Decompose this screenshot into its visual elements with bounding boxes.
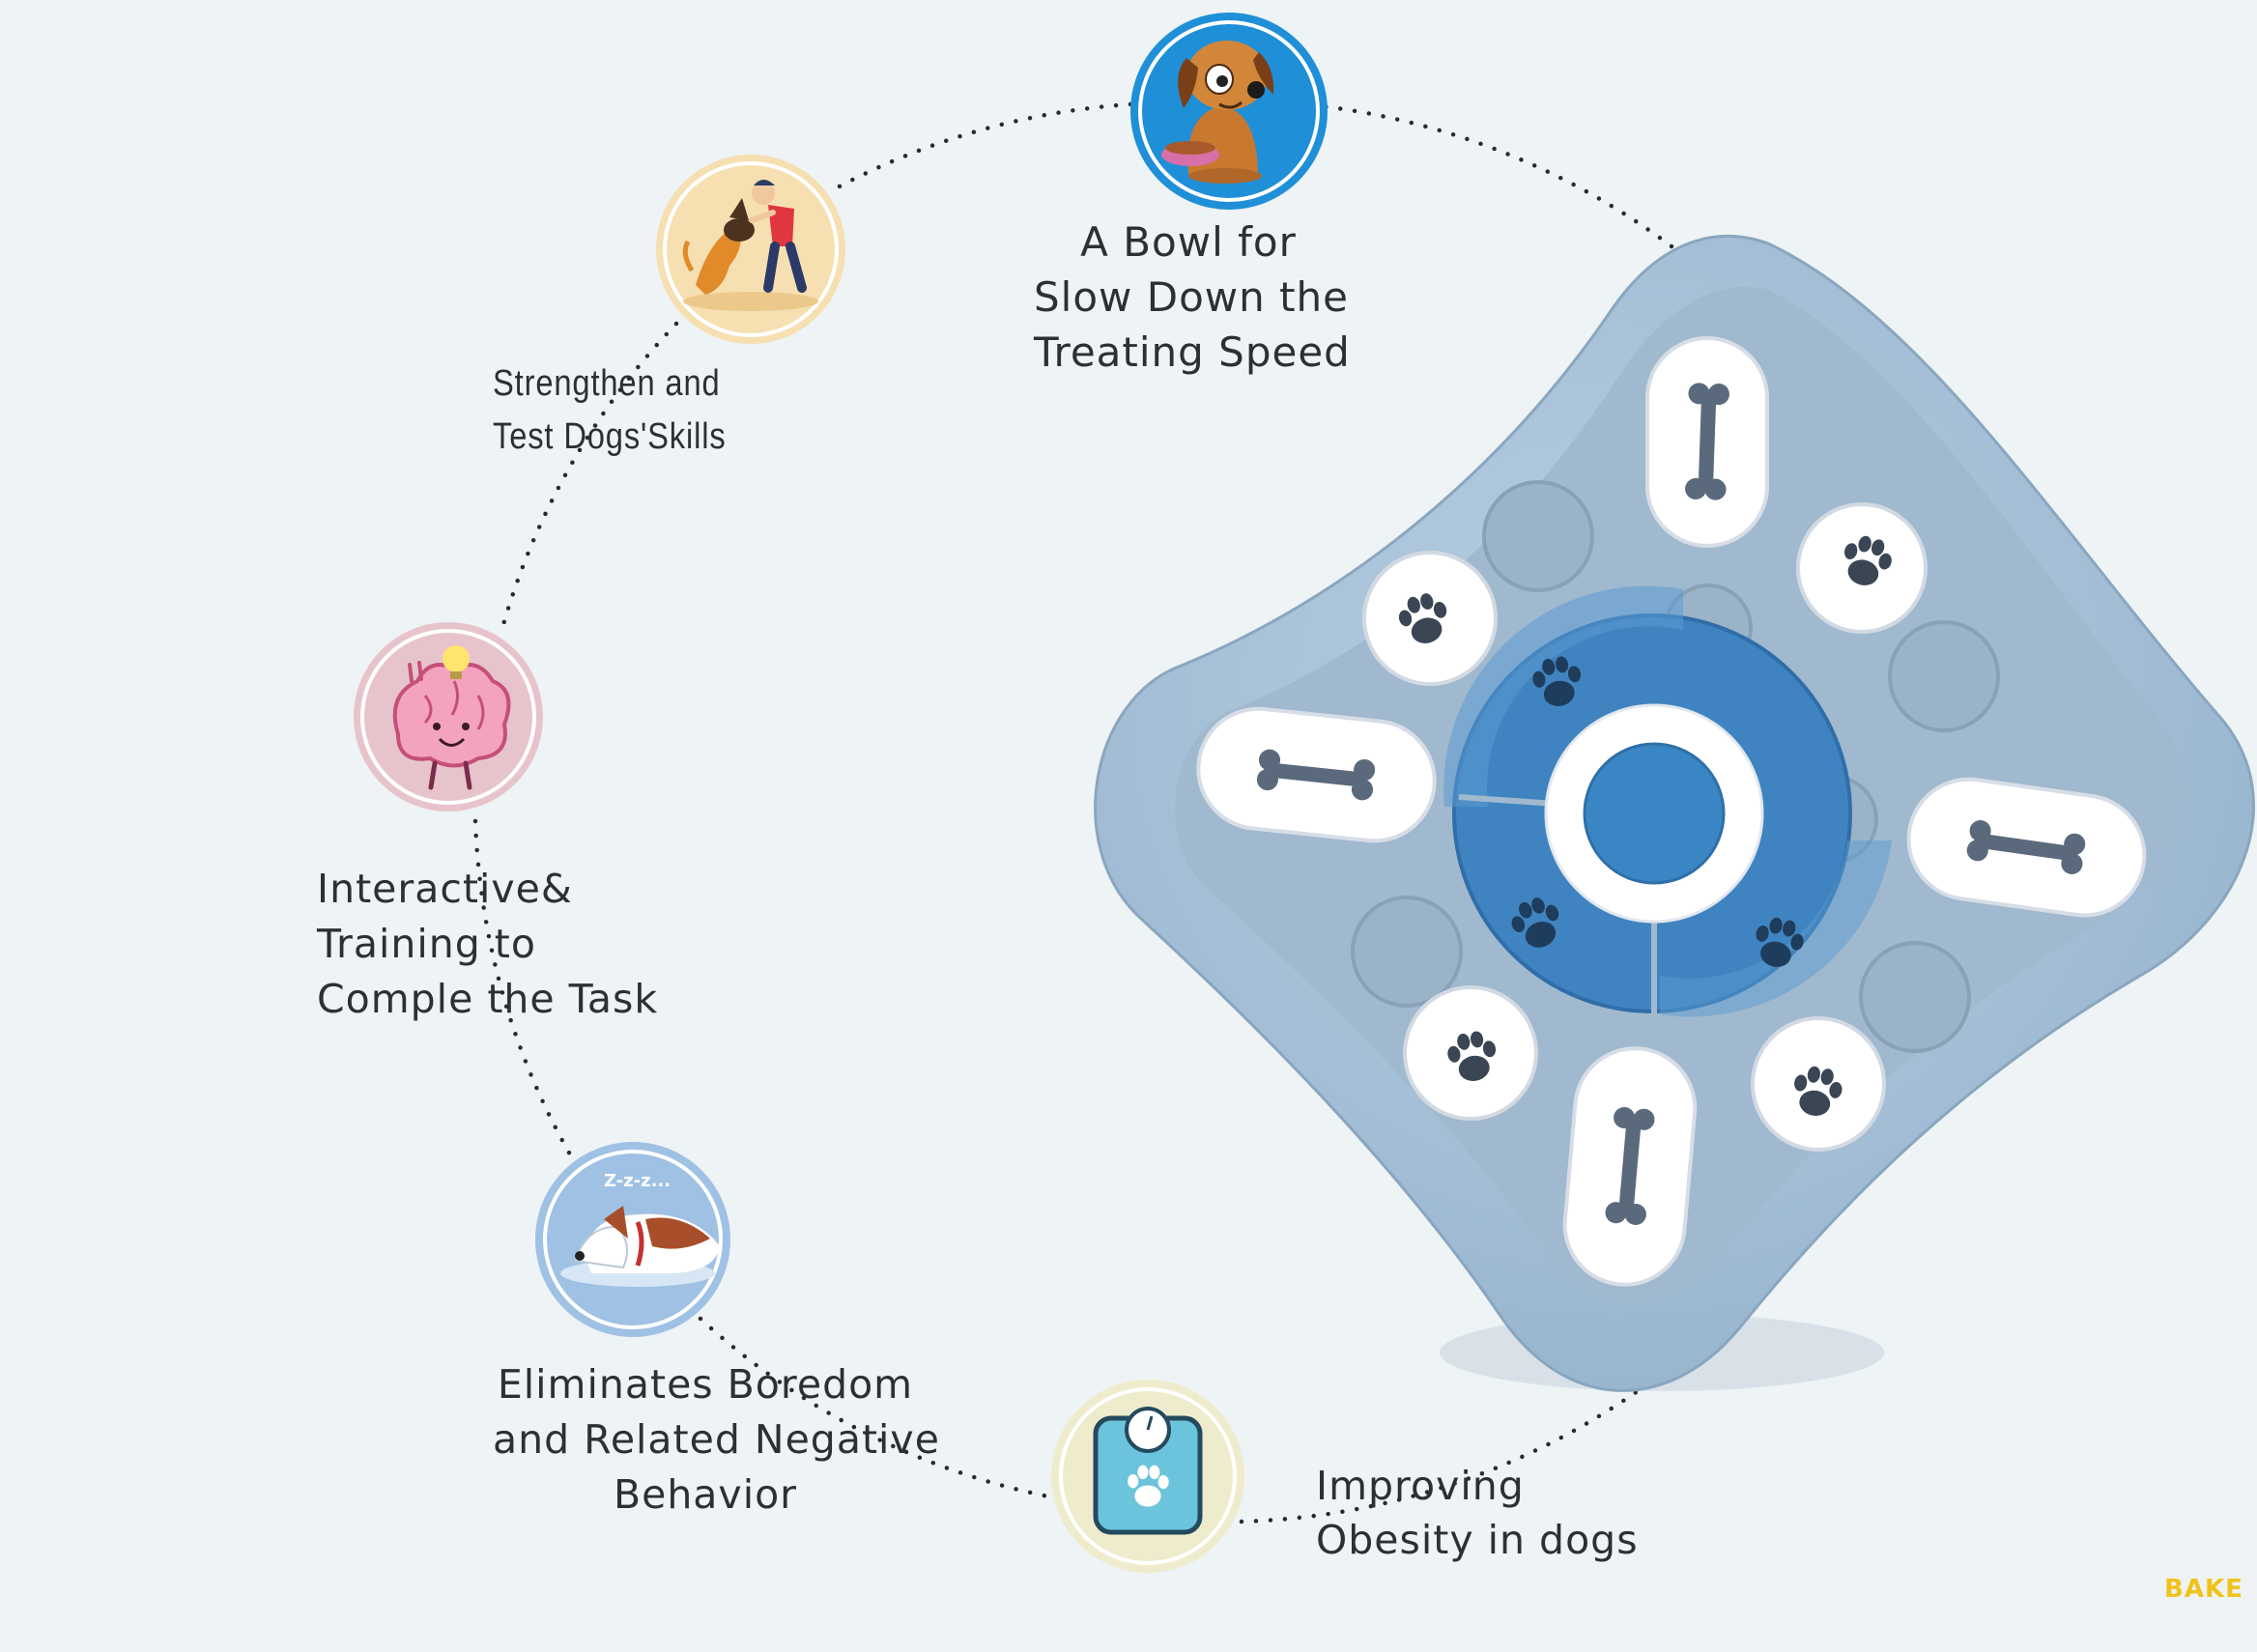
- sleeping-dog-icon: Z-z-z...: [535, 1142, 730, 1337]
- feature-label-line: Interactive&: [317, 866, 573, 912]
- feature-label-line: Treating Speed: [1034, 328, 1351, 376]
- feature-label-line: Behavior: [613, 1471, 798, 1518]
- watermark: BAKE: [2164, 1575, 2243, 1604]
- feature-label-line: Test Dogs'Skills: [493, 416, 727, 457]
- dotted-path: [472, 99, 1679, 1524]
- puzzle-toy-illustration: [1094, 234, 2255, 1392]
- dog-with-bowl-icon: [1130, 13, 1328, 210]
- feature-label-line: Training to: [317, 921, 536, 967]
- paw-scale-icon: [1051, 1380, 1244, 1573]
- feature-label-line: Obesity in dogs: [1316, 1517, 1639, 1563]
- brain-idea-icon: [354, 622, 543, 812]
- feature-label-interactive: Interactive& Training to Comple the Task: [317, 862, 658, 1027]
- feature-label-line: Improving: [1316, 1463, 1525, 1509]
- dog-training-icon: [656, 155, 845, 344]
- feature-label-bowl: A Bowl for Slow Down the Treating Speed: [1034, 214, 1351, 380]
- feature-label-line: and Related Negative: [493, 1416, 940, 1463]
- feature-label-obesity: Improving Obesity in dogs: [1316, 1459, 1639, 1567]
- svg-text:Z-z-z...: Z-z-z...: [604, 1171, 671, 1191]
- feature-label-line: Strengthen and: [493, 363, 721, 404]
- feature-label-line: A Bowl for: [1080, 218, 1297, 266]
- feature-label-line: Slow Down the: [1034, 273, 1350, 321]
- feature-label-line: Comple the Task: [317, 976, 659, 1022]
- feature-label-line: Eliminates Boredom: [497, 1361, 914, 1408]
- feature-label-boredom: Eliminates Boredom and Related Negative …: [493, 1357, 940, 1523]
- feature-label-skills: Strengthen and Test Dogs'Skills: [493, 357, 727, 464]
